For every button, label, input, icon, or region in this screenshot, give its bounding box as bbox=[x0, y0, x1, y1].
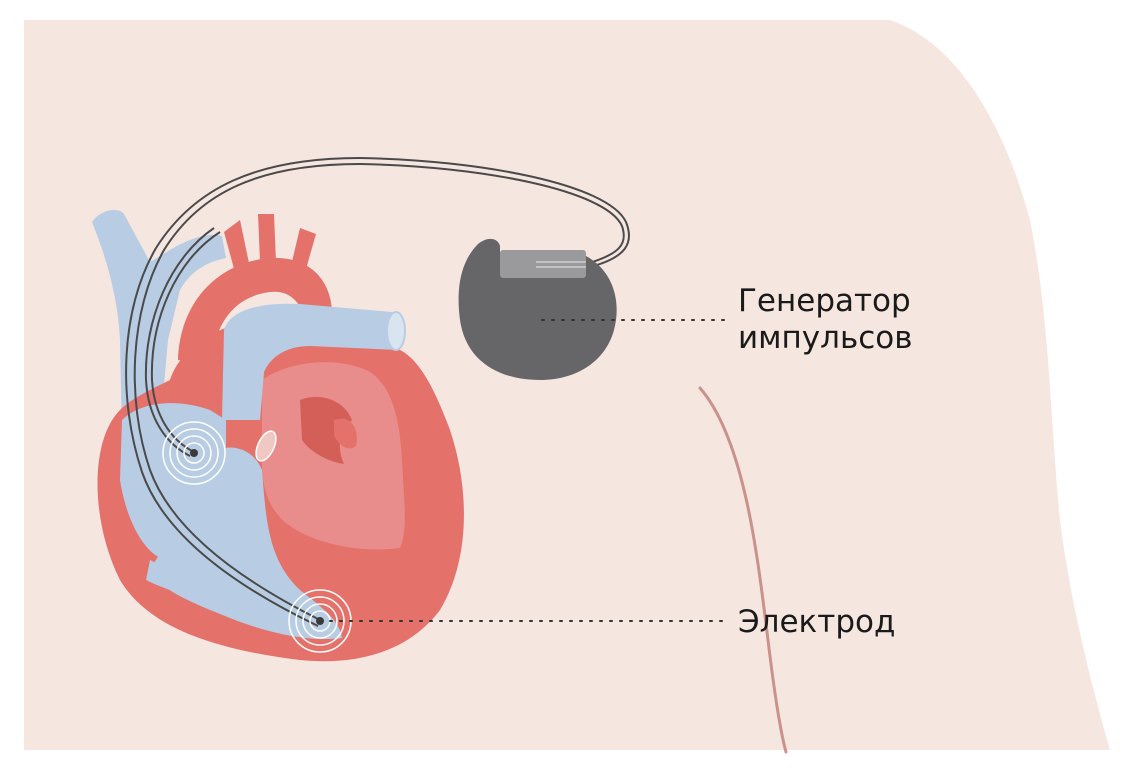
ventricular-electrode-tip bbox=[316, 617, 324, 625]
lead-wire-outer bbox=[133, 162, 625, 621]
generator-connector bbox=[500, 250, 586, 278]
label-pulse-generator: Генератор импульсов bbox=[738, 283, 913, 357]
label-generator-line2: импульсов bbox=[738, 320, 913, 357]
right-heart-blue bbox=[120, 303, 404, 640]
aortic-branch-3 bbox=[290, 228, 316, 276]
label-generator-line1: Генератор bbox=[738, 283, 911, 319]
atrial-electrode-tip bbox=[190, 449, 198, 457]
pulmonary-artery bbox=[222, 303, 404, 420]
valve-fold-2 bbox=[334, 418, 357, 449]
aortic-arch bbox=[178, 257, 332, 364]
electrode-pulse-icon bbox=[162, 421, 226, 485]
lead-wire-atrial bbox=[150, 231, 221, 453]
valve-ellipse bbox=[255, 430, 277, 462]
valve-fold bbox=[300, 396, 352, 464]
pulmonary-opening bbox=[386, 311, 406, 351]
pacemaker-generator-icon bbox=[458, 238, 617, 380]
aortic-branch-2 bbox=[258, 214, 276, 262]
aortic-branch-1 bbox=[224, 220, 250, 276]
lead-wire-inner bbox=[125, 156, 630, 627]
label-electrode: Электрод bbox=[738, 604, 896, 640]
arm-crease-line bbox=[698, 386, 788, 754]
inferior-vena bbox=[146, 560, 240, 604]
